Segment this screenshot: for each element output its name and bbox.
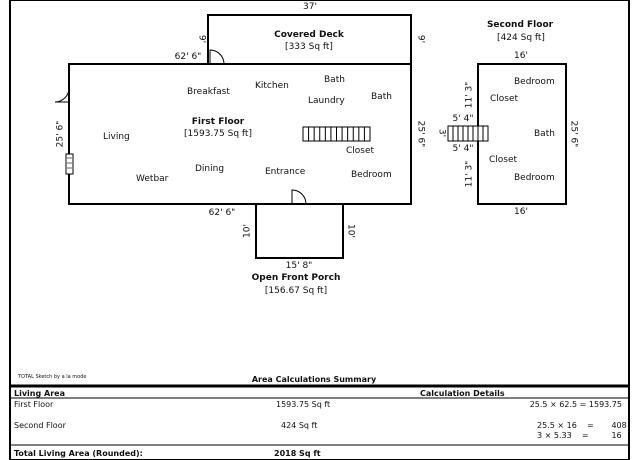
second-floor-name: Second Floor (486, 20, 554, 30)
deck-name: Covered Deck (274, 30, 344, 40)
room-sf-closet-2: Closet (489, 155, 518, 165)
summary-row-name: Second Floor (14, 421, 66, 430)
second-floor-dim-top: 16' (514, 51, 528, 61)
page-frame (9, 0, 630, 460)
porch-dim-left: 10' (242, 224, 253, 238)
first-floor-dim-right: 25' 6" (415, 120, 426, 148)
summary-col-calc: Calculation Details (420, 389, 505, 398)
deck-area: [333 Sq ft] (285, 42, 333, 52)
first-floor-area: [1593.75 Sq ft] (184, 129, 252, 139)
stair-dim-top: 5' 4" (452, 114, 474, 124)
porch-area: [156.67 Sq ft] (264, 286, 328, 296)
porch-name: Open Front Porch (251, 273, 341, 283)
stair-dim-left: 3' (436, 128, 447, 138)
first-floor-dim-left: 25' 6" (55, 120, 66, 148)
deck-dim-top: 37' (303, 2, 317, 12)
first-floor-dim-bottom: 62' 6" (208, 208, 236, 218)
first-floor-outline (68, 63, 412, 205)
entrance-door-swing (291, 189, 307, 205)
room-entrance: Entrance (265, 167, 306, 177)
room-sf-bedroom-1: Bedroom (514, 77, 555, 87)
living-door-swing (54, 87, 70, 103)
second-floor-stairs (447, 125, 489, 142)
room-laundry: Laundry (308, 96, 345, 106)
room-sf-bedroom-2: Bedroom (514, 173, 555, 183)
room-bath-2: Bath (371, 92, 392, 102)
room-breakfast: Breakfast (187, 87, 230, 97)
fireplace (65, 153, 74, 175)
room-sf-bath: Bath (534, 129, 555, 139)
summary-row-area: 424 Sq ft (281, 421, 318, 430)
summary-col-living-area: Living Area (14, 389, 65, 398)
deck-dim-right: 9' (415, 34, 426, 44)
room-wetbar: Wetbar (136, 174, 169, 184)
summary-title: Area Calculations Summary (251, 375, 377, 384)
summary-row-calc: 3 × 5.33 = 16 (537, 431, 622, 440)
summary-row-area: 1593.75 Sq ft (276, 400, 331, 409)
room-closet: Closet (346, 146, 375, 156)
room-kitchen: Kitchen (255, 81, 289, 91)
second-floor-dim-left-top: 11' 3" (464, 81, 475, 109)
summary-row-calc: 25.5 × 16 = 408 (537, 421, 627, 430)
summary-row-calc: 25.5 × 62.5 = 1593.75 (529, 400, 622, 409)
first-floor-stairs (302, 126, 371, 142)
summary-row-name: First Floor (14, 400, 54, 409)
porch-dim-right: 10' (345, 224, 356, 238)
stair-dim-bottom: 5' 4" (452, 144, 474, 154)
sketch-credit: TOTAL Sketch by a la mode (18, 374, 87, 380)
room-bath-1: Bath (324, 75, 345, 85)
summary-total-value: 2018 Sq ft (274, 449, 321, 458)
room-sf-closet-1: Closet (490, 94, 519, 104)
second-floor-dim-right: 25' 6" (568, 120, 579, 148)
second-floor-area: [424 Sq ft] (497, 33, 545, 43)
first-floor-name: First Floor (191, 117, 245, 127)
porch-dim-bottom: 15' 8" (285, 261, 313, 271)
summary-total-label: Total Living Area (Rounded): (14, 449, 143, 458)
second-floor-dim-left-bottom: 11' 3" (464, 160, 475, 188)
deck-door-swing (209, 49, 225, 65)
room-living: Living (103, 132, 130, 142)
first-floor-dim-top: 62' 6" (174, 52, 202, 62)
second-floor-dim-bottom: 16' (514, 207, 528, 217)
porch-outline (255, 203, 344, 259)
deck-dim-left: 9' (196, 34, 207, 44)
room-bedroom: Bedroom (351, 170, 392, 180)
room-dining: Dining (195, 164, 225, 174)
